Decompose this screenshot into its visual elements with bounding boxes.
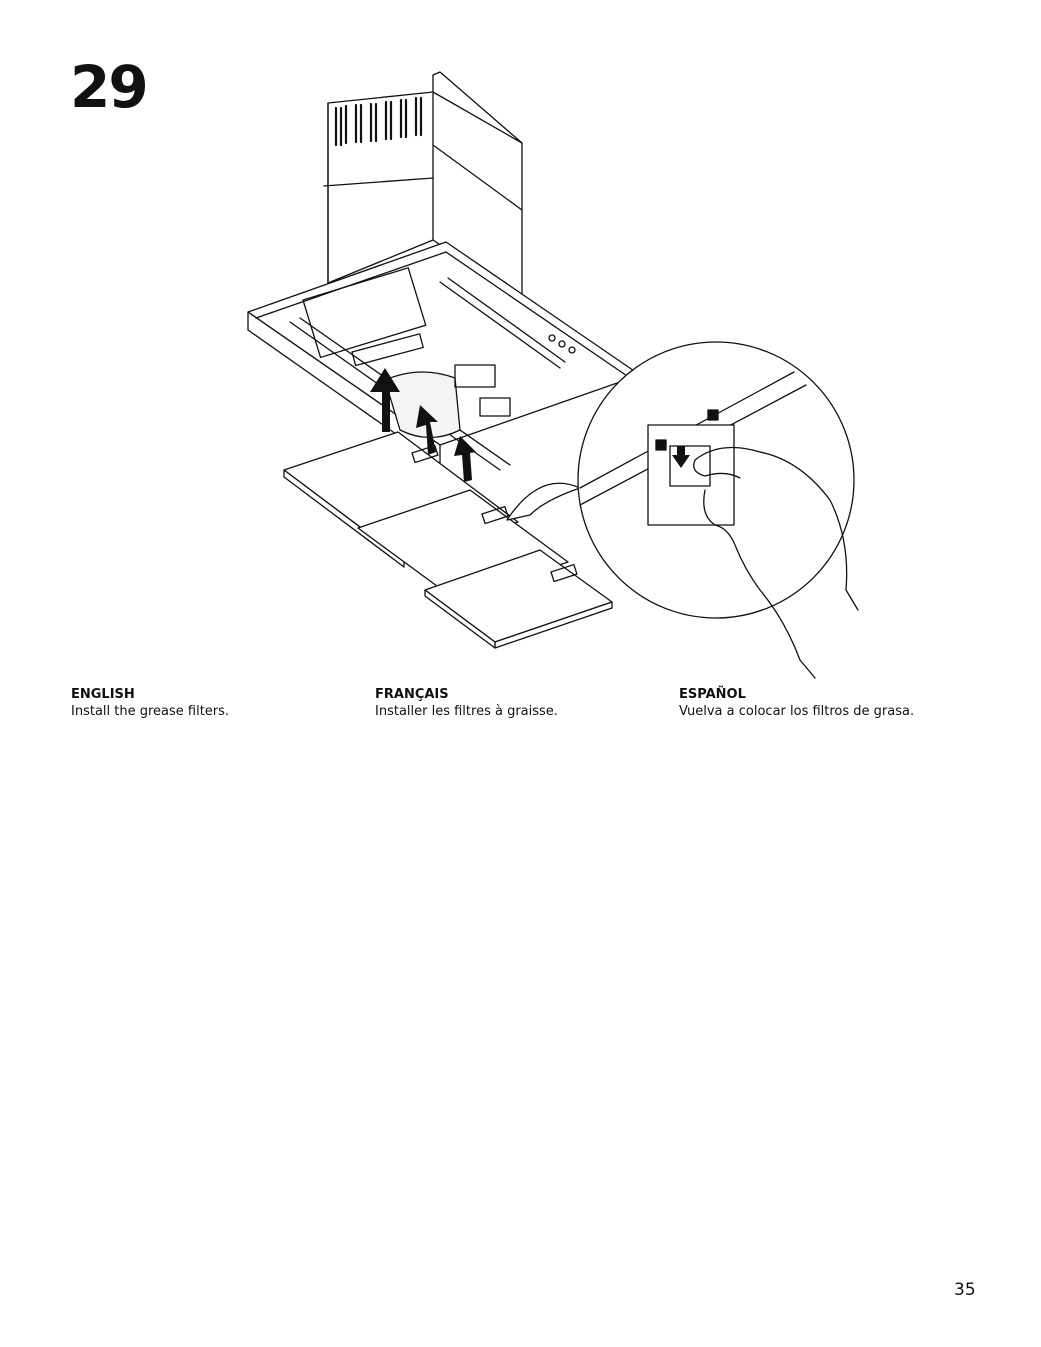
page-number: 35 [954,1280,976,1300]
up-arrow-icon [370,368,476,482]
language-heading: ENGLISH [71,687,135,702]
language-heading: FRANÇAIS [375,687,449,702]
hood-body-icon [247,241,641,471]
instruction-english: ENGLISH Install the grease filters. [71,686,371,720]
chimney-icon [323,71,523,301]
hand-icon [693,446,859,679]
instruction-spanish: ESPAÑOL Vuelva a colocar los filtros de … [679,686,979,720]
instruction-text: Vuelva a colocar los filtros de grasa. [679,704,915,719]
range-hood-illustration [230,60,870,680]
grease-filters-icon [283,431,613,649]
instruction-text: Installer les filtres à graisse. [375,704,558,719]
instruction-french: FRANÇAIS Installer les filtres à graisse… [375,686,675,720]
instruction-text: Install the grease filters. [71,704,230,719]
step-number: 29 [70,53,149,121]
language-heading: ESPAÑOL [679,687,746,702]
detail-magnifier-icon [506,341,859,679]
